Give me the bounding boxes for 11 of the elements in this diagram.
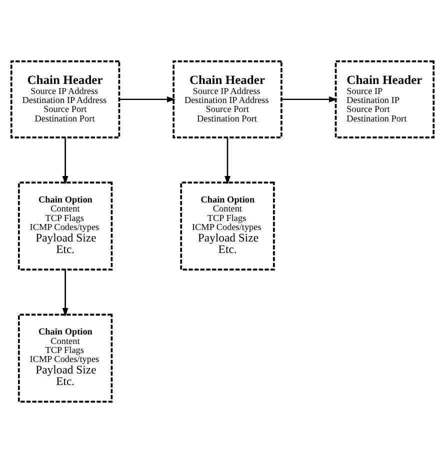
arrow xyxy=(224,137,230,184)
node-box: Chain Header Source IP Address Destination IP Address Source Port Destination Port xyxy=(172,60,282,138)
arrow xyxy=(282,96,338,102)
node-box: Chain Option Content TCP Flags ICMP Codes/types Payload Size Etc. xyxy=(18,181,113,270)
arrow xyxy=(62,269,68,316)
node-box: Chain Header Source IP Destination IP Source Port Destination Port xyxy=(334,60,435,138)
node-box: Chain Option Content TCP Flags ICMP Codes/types Payload Size Etc. xyxy=(18,313,113,402)
arrow xyxy=(119,96,176,102)
arrow xyxy=(62,137,68,184)
node-box: Chain Header Source IP Address Destination IP Address Source Port Destination Port xyxy=(10,60,120,138)
node-box: Chain Option Content TCP Flags ICMP Codes/types Payload Size Etc. xyxy=(180,181,275,270)
